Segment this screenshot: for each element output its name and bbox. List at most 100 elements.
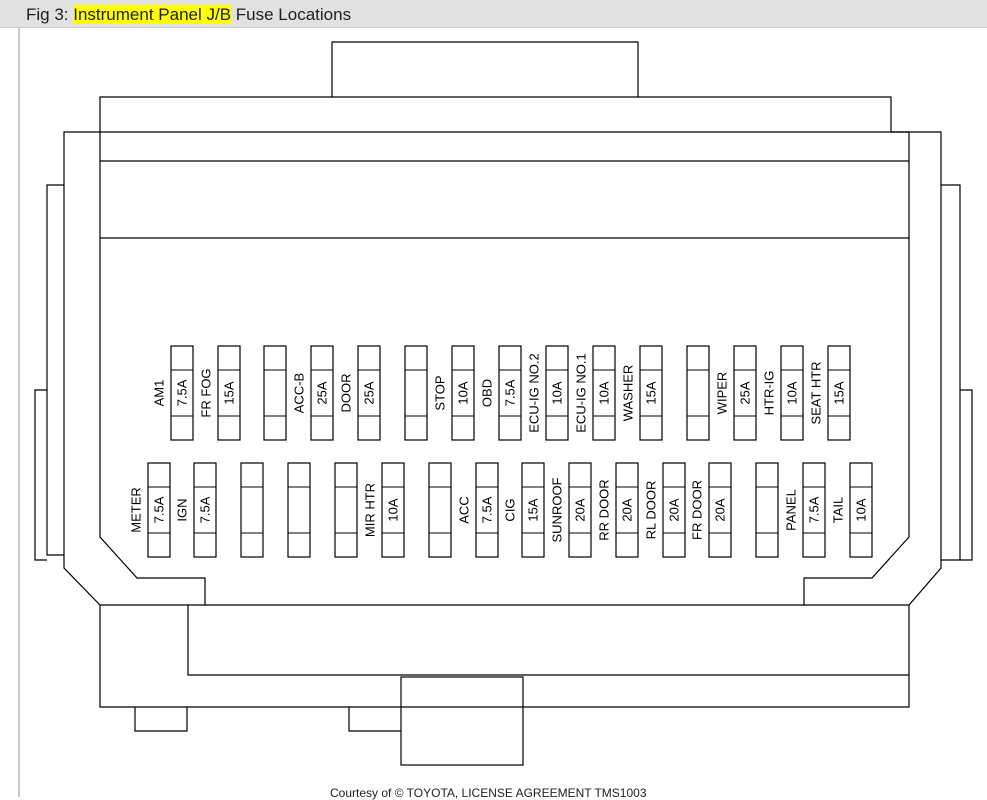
fuse-rating: 10A (386, 498, 401, 521)
fuse-rating: 10A (597, 381, 612, 404)
fuse-rating: 10A (854, 498, 869, 521)
bottom-step (187, 605, 909, 676)
fuse-body (404, 345, 428, 441)
fuse-slot: 10A MIR HTR (363, 462, 405, 558)
fuse-name: FR DOOR (690, 480, 705, 540)
fuse-slot: 7.5A OBD (480, 345, 522, 441)
fuse-name: MIR HTR (363, 483, 378, 537)
fuse-slot (334, 462, 358, 558)
fuse-body (428, 462, 452, 558)
bottom-tab-left (134, 707, 188, 732)
fuse-slot (686, 345, 710, 441)
caption-suffix: Fuse Locations (231, 5, 352, 24)
fuse-name: CIG (503, 498, 518, 521)
fuse-name: HTR-IG (762, 371, 777, 416)
fuse-slot: 7.5A METER (129, 462, 171, 558)
housing-outline (34, 41, 973, 766)
fuse-name: PANEL (784, 489, 799, 531)
fuse-slot (755, 462, 779, 558)
right-rail (941, 184, 961, 561)
fuse-name: STOP (433, 375, 448, 410)
fuse-slot: 7.5A AM1 (152, 345, 194, 441)
fuse-name: OBD (480, 379, 495, 407)
fuse-rating: 15A (222, 381, 237, 404)
fuse-slot: 20A SUNROOF (550, 462, 592, 558)
inner-panel (99, 131, 910, 605)
fuse-name: WIPER (715, 372, 730, 415)
fuse-name: SUNROOF (550, 477, 565, 542)
bottom-tab-mid (348, 707, 401, 732)
fuse-name: RL DOOR (644, 481, 659, 540)
fuse-slot: 20A FR DOOR (690, 462, 732, 558)
left-rail (46, 184, 64, 556)
fuse-rating: 15A (526, 498, 541, 521)
fuse-name: ECU-IG NO.2 (527, 353, 542, 432)
figure-caption: Fig 3: Instrument Panel J/B Fuse Locatio… (26, 5, 351, 25)
fuse-slot: 15A SEAT HTR (809, 345, 851, 441)
fuse-slot: 15A CIG (503, 462, 545, 558)
fuse-name: RR DOOR (597, 479, 612, 540)
fuse-slot: 25A DOOR (339, 345, 381, 441)
fuse-body (755, 462, 779, 558)
fuse-rating: 7.5A (807, 496, 822, 523)
fuse-slot (240, 462, 264, 558)
fuse-slot: 15A WASHER (621, 345, 663, 441)
top-tab (331, 41, 639, 97)
fuse-slot: 10A HTR-IG (762, 345, 804, 441)
fuse-rating: 25A (738, 381, 753, 404)
fuse-slot: 15A FR FOG (199, 345, 241, 441)
fuse-slot (404, 345, 428, 441)
fuse-rating: 7.5A (175, 379, 190, 406)
courtesy-note: Courtesy of © TOYOTA, LICENSE AGREEMENT … (330, 786, 647, 800)
fuse-rating: 7.5A (480, 496, 495, 523)
fuse-rating: 20A (713, 498, 728, 521)
fuse-name: WASHER (621, 365, 636, 422)
fuse-rating: 7.5A (503, 379, 518, 406)
fuse-name: ACC (457, 496, 472, 523)
fuse-slot: 7.5A ACC (457, 462, 499, 558)
fuse-slot: 10A TAIL (831, 462, 873, 558)
caption-highlight: Instrument Panel J/B (73, 5, 232, 24)
fuse-body (686, 345, 710, 441)
fuse-name: METER (129, 487, 144, 533)
fuse-rating: 25A (362, 381, 377, 404)
fuse-rating: 7.5A (198, 496, 213, 523)
fuse-slot: 10A STOP (433, 345, 475, 441)
bottom-body (99, 605, 910, 708)
fuse-name: DOOR (339, 374, 354, 413)
fuse-name: FR FOG (199, 368, 214, 417)
left-rail-lower (34, 389, 47, 561)
right-rail-lower (960, 389, 973, 561)
fuse-slot: 20A RR DOOR (597, 462, 639, 558)
fuse-body (263, 345, 287, 441)
fuse-body (240, 462, 264, 558)
fuse-name: TAIL (831, 497, 846, 524)
fuse-name: AM1 (152, 380, 167, 407)
fuse-name: ECU-IG NO.1 (574, 353, 589, 432)
fuse-slot (428, 462, 452, 558)
fuse-slot (263, 345, 287, 441)
fuse-slot (287, 462, 311, 558)
left-border (18, 28, 20, 797)
caption-bar: Fig 3: Instrument Panel J/B Fuse Locatio… (0, 0, 987, 28)
fuse-name: ACC-B (292, 373, 307, 413)
fuse-rating: 15A (644, 381, 659, 404)
fuse-body (334, 462, 358, 558)
fuse-rating: 7.5A (152, 496, 167, 523)
fuse-slot: 10A ECU-IG NO.1 (574, 345, 616, 441)
fuse-rating: 20A (620, 498, 635, 521)
fuse-rating: 20A (573, 498, 588, 521)
fuse-rating: 15A (832, 381, 847, 404)
fuse-rating: 10A (456, 381, 471, 404)
fuse-name: SEAT HTR (809, 361, 824, 424)
fuse-body (287, 462, 311, 558)
fuse-slot: 25A WIPER (715, 345, 757, 441)
fuse-rating: 10A (785, 381, 800, 404)
bottom-connector (400, 676, 524, 766)
